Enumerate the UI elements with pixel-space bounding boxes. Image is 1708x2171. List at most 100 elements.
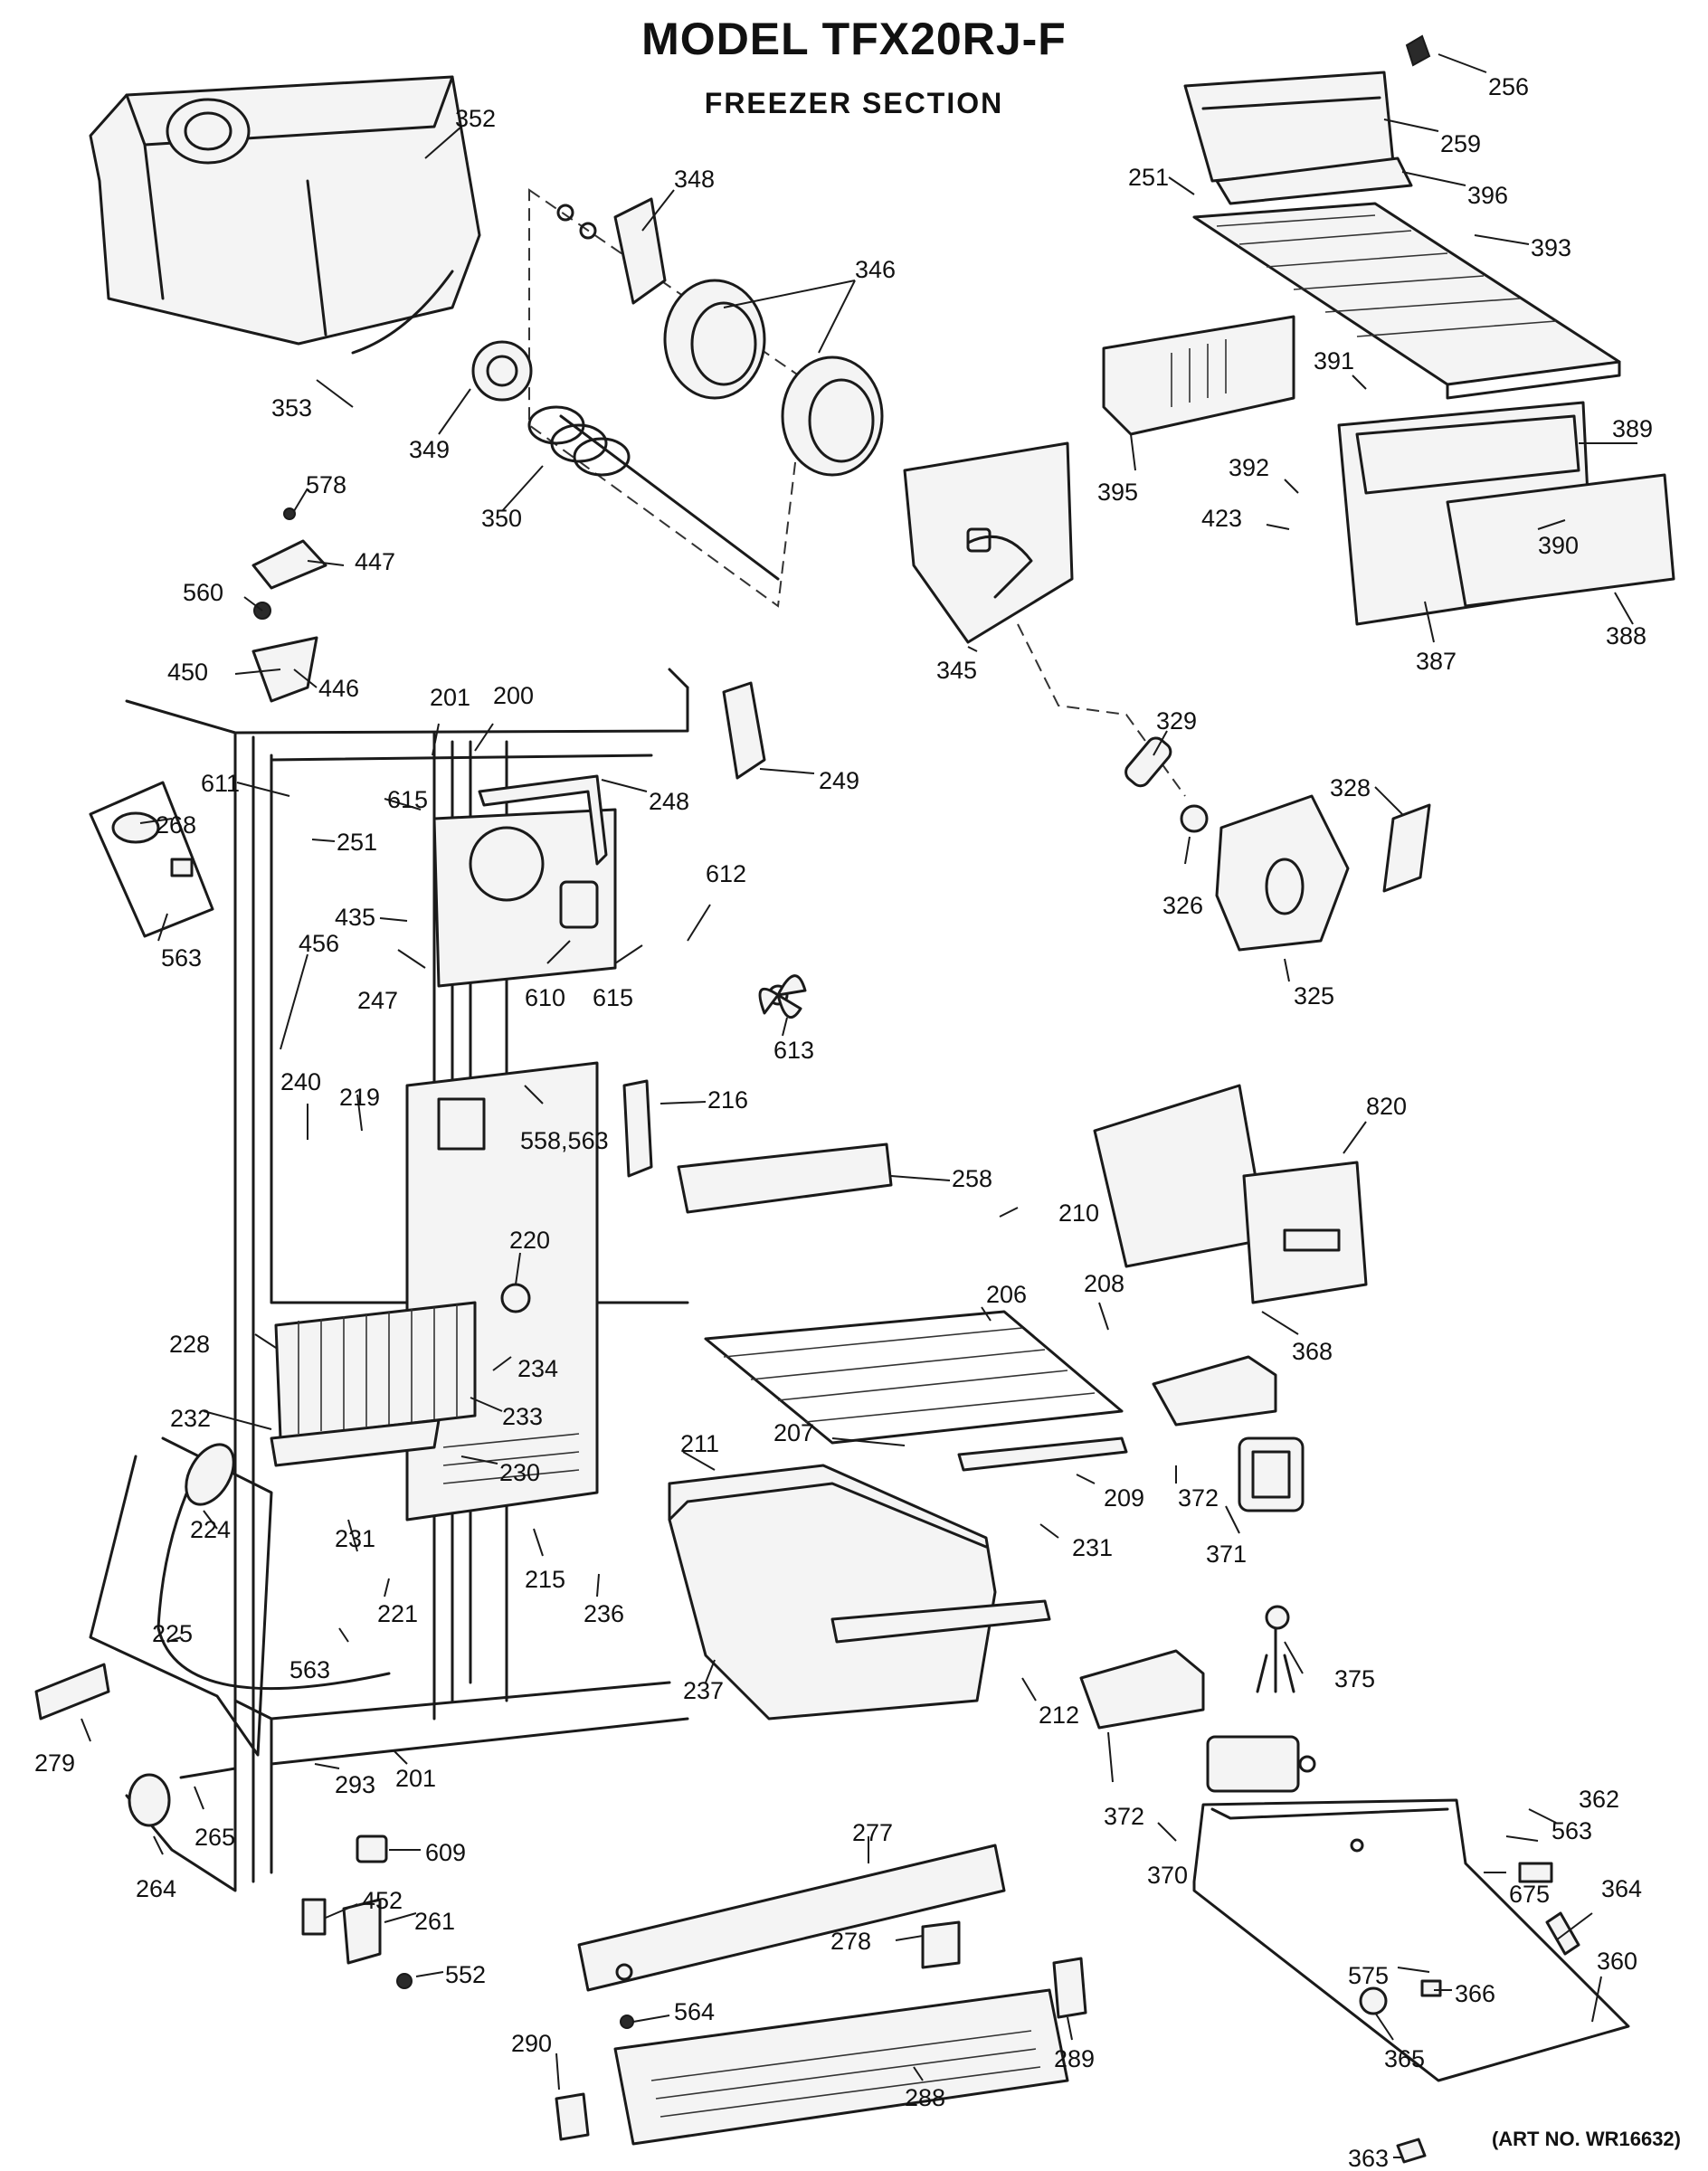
callout-211: 211 xyxy=(680,1430,719,1457)
callout-221: 221 xyxy=(377,1600,418,1627)
switch-609 xyxy=(356,1834,388,1863)
art-number: (ART NO. WR16632) xyxy=(1491,2128,1681,2150)
callout-236: 236 xyxy=(584,1600,624,1627)
toe-grille-288 xyxy=(613,1988,1069,2146)
callout-206: 206 xyxy=(986,1281,1027,1308)
callout-251-mid: 251 xyxy=(337,829,377,856)
callout-370: 370 xyxy=(1147,1862,1188,1889)
callout-575: 575 xyxy=(1348,1962,1389,1989)
callout-345: 345 xyxy=(936,657,977,684)
callout-350: 350 xyxy=(481,505,522,532)
duct-248 xyxy=(478,774,608,866)
deflector-372-upper xyxy=(1152,1355,1277,1427)
callout-615-lower: 615 xyxy=(593,984,633,1011)
callout-249: 249 xyxy=(819,767,859,794)
fan-mount-panel xyxy=(432,808,617,988)
base-assembly-360 xyxy=(1192,1798,1630,2164)
callout-219: 219 xyxy=(339,1084,380,1111)
deflector-372-lower xyxy=(1079,1649,1205,1730)
auger-bracket xyxy=(903,441,1074,644)
callout-552: 552 xyxy=(445,1961,486,1988)
callout-234: 234 xyxy=(517,1355,558,1382)
callout-447: 447 xyxy=(355,548,395,575)
callout-325: 325 xyxy=(1294,982,1334,1010)
callout-210: 210 xyxy=(1058,1199,1099,1227)
callout-372-upper: 372 xyxy=(1178,1484,1219,1512)
diagram-subtitle: FREEZER SECTION xyxy=(704,87,1004,119)
bracket-261 xyxy=(342,1898,382,1965)
callout-265: 265 xyxy=(195,1824,235,1851)
callout-390: 390 xyxy=(1538,532,1579,559)
callout-348: 348 xyxy=(674,166,715,193)
side-bracket-395 xyxy=(1102,315,1295,436)
callout-389: 389 xyxy=(1612,415,1653,442)
callout-364: 364 xyxy=(1601,1875,1642,1902)
fan-blade-613 xyxy=(758,974,807,1019)
ice-maker-820 xyxy=(1093,1084,1368,1304)
duct-216 xyxy=(622,1079,653,1178)
callout-288: 288 xyxy=(905,2084,945,2111)
callout-820: 820 xyxy=(1366,1093,1407,1120)
rail-277 xyxy=(577,1844,1006,1992)
callout-329: 329 xyxy=(1156,707,1197,735)
callout-612: 612 xyxy=(706,860,746,887)
callout-450: 450 xyxy=(167,659,208,686)
callout-365: 365 xyxy=(1384,2045,1425,2072)
callout-563-left: 563 xyxy=(161,944,202,972)
callout-346: 346 xyxy=(855,256,896,283)
callout-610: 610 xyxy=(525,984,565,1011)
callout-201-bottom: 201 xyxy=(395,1765,436,1792)
callout-362: 362 xyxy=(1579,1786,1619,1813)
callout-675: 675 xyxy=(1509,1881,1550,1908)
callout-279: 279 xyxy=(34,1749,75,1777)
callout-363: 363 xyxy=(1348,2145,1389,2171)
callout-261: 261 xyxy=(414,1908,455,1935)
cap-290 xyxy=(555,2092,590,2141)
callout-230: 230 xyxy=(499,1459,540,1486)
callout-256: 256 xyxy=(1488,73,1529,100)
callout-293: 293 xyxy=(335,1771,375,1798)
rail-258 xyxy=(677,1142,893,1214)
callout-labels: 256 259 251 396 393 391 389 395 392 423 … xyxy=(34,73,1653,2171)
callout-564: 564 xyxy=(674,1998,715,2025)
callout-268: 268 xyxy=(156,811,196,839)
switch-375 xyxy=(1256,1605,1295,1693)
callout-220: 220 xyxy=(509,1227,550,1254)
callout-264: 264 xyxy=(136,1875,176,1902)
callout-560: 560 xyxy=(183,579,223,606)
callout-388: 388 xyxy=(1606,622,1646,649)
callout-216: 216 xyxy=(707,1086,748,1114)
callout-396: 396 xyxy=(1467,182,1508,209)
callout-387: 387 xyxy=(1416,648,1457,675)
callout-368: 368 xyxy=(1292,1338,1333,1365)
dispenser-motor-370 xyxy=(1206,1735,1316,1793)
freezer-pan-211 xyxy=(668,1464,1051,1721)
callout-615-upper: 615 xyxy=(387,786,428,813)
evaporator-coils xyxy=(274,1301,477,1440)
callout-215: 215 xyxy=(525,1566,565,1593)
wire-shelf xyxy=(704,1310,1128,1472)
callout-233: 233 xyxy=(502,1403,543,1430)
callout-392: 392 xyxy=(1229,454,1269,481)
callout-251: 251 xyxy=(1128,164,1169,191)
callout-248: 248 xyxy=(649,788,689,815)
callout-391: 391 xyxy=(1314,347,1354,374)
callout-613: 613 xyxy=(773,1037,814,1064)
callout-578: 578 xyxy=(306,471,346,498)
callout-201-top: 201 xyxy=(430,684,470,711)
callout-609: 609 xyxy=(425,1839,466,1866)
pin-265 xyxy=(179,1767,237,1779)
callout-452: 452 xyxy=(362,1887,403,1914)
callout-237: 237 xyxy=(683,1677,724,1704)
hardware-upper-left xyxy=(251,507,327,703)
callout-558-563: 558,563 xyxy=(520,1127,609,1154)
callout-289: 289 xyxy=(1054,2045,1095,2072)
callout-259: 259 xyxy=(1440,130,1481,157)
hinge-278 xyxy=(921,1920,961,1969)
callout-231-left: 231 xyxy=(335,1525,375,1552)
defrost-heater xyxy=(270,1418,441,1467)
callout-375: 375 xyxy=(1334,1665,1375,1692)
plate-452 xyxy=(301,1898,327,1936)
callout-328: 328 xyxy=(1330,774,1371,801)
screw-564 xyxy=(620,2015,634,2029)
